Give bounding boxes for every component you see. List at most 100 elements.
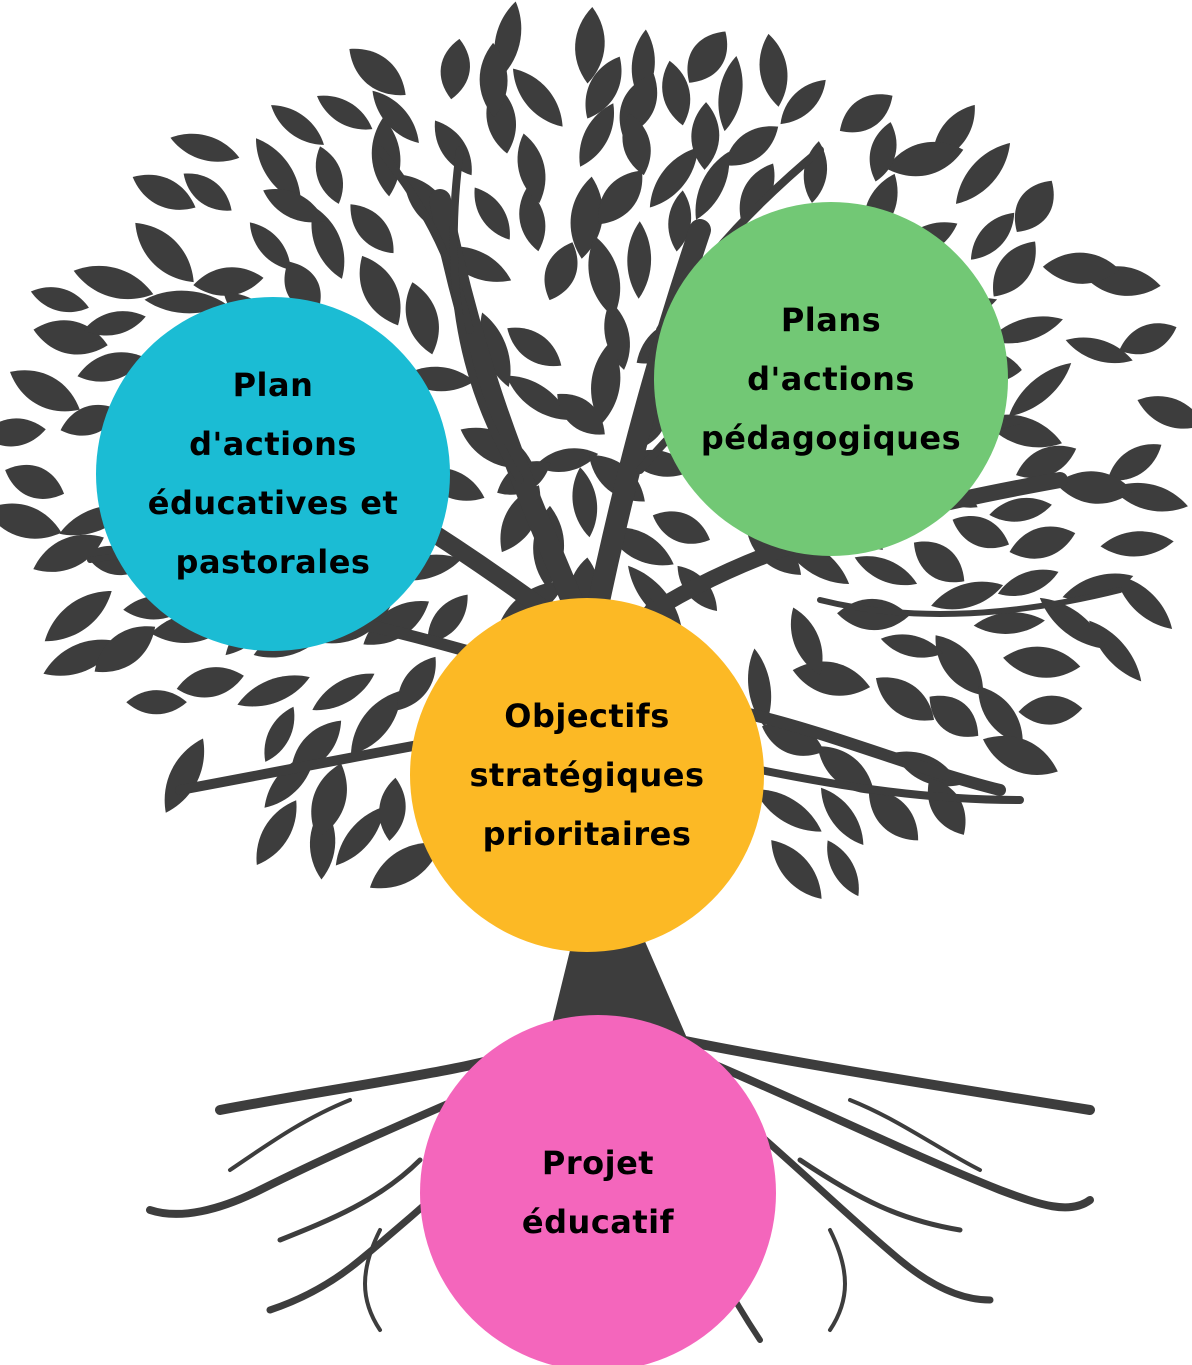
leaf [77,352,145,382]
leaf [311,206,345,279]
leaf [839,94,893,133]
leaf [792,661,871,696]
leaf [652,511,710,544]
node-plans-actions-pedagogiques-label: Plans d'actions pédagogiques [700,300,962,457]
leaf [1008,363,1072,417]
leaf [1018,695,1083,725]
node-plans-actions-pedagogiques: Plans d'actions pédagogiques [654,202,1008,556]
leaf [544,242,578,301]
node-objectifs-strategiques-label: Objectifs stratégiques prioritaires [469,696,705,853]
leaf [135,222,194,283]
leaf [854,556,918,585]
leaf [649,147,698,208]
leaf [372,90,419,144]
leaf [126,690,187,715]
leaf [955,142,1011,204]
leaf [662,60,691,126]
leaf [44,590,112,642]
leaf [868,789,919,841]
leaf [952,516,1010,549]
leaf [628,565,682,630]
leaf [9,370,80,412]
root-line [848,1098,982,1172]
leaf [0,503,62,539]
leaf [479,42,508,118]
leaf [913,541,965,583]
root-line [797,1157,963,1233]
root-line [676,1046,1094,1212]
leaf [1065,337,1133,364]
leaf [935,635,984,696]
leaf [1119,323,1177,355]
leaf [369,842,441,889]
leaf [132,174,196,210]
leaf [575,7,605,84]
leaf [817,746,875,794]
leaf [585,56,622,119]
leaf [927,777,966,835]
leaf [317,95,373,130]
leaf [780,79,826,125]
leaf [73,265,154,300]
leaf [249,222,291,270]
leaf [886,142,964,177]
root-line [675,1035,1095,1115]
leaf [598,170,643,225]
leaf [183,173,232,211]
leaf [427,594,468,643]
node-objectifs-strategiques: Objectifs stratégiques prioritaires [410,598,764,952]
leaf [978,686,1023,744]
leaf [349,48,406,96]
leaf [1115,575,1173,630]
leaf [359,255,401,326]
leaf [557,394,605,435]
leaf [622,113,651,176]
leaf [311,763,347,839]
leaf [739,163,775,221]
leaf [875,677,935,721]
leaf [255,138,301,204]
leaf [94,626,156,673]
leaf [988,316,1063,344]
leaf [350,690,402,755]
leaf [973,612,1045,634]
leaf [237,675,310,707]
node-projet-educatif: Projet éducatif [420,1015,776,1365]
leaf [405,282,439,355]
leaf [264,706,295,762]
leaf [312,673,375,711]
leaf [379,777,406,841]
leaf [1014,180,1054,233]
leaf [176,667,244,698]
leaf [83,311,146,336]
leaf [591,341,621,425]
leaf [1062,573,1134,600]
leaf [869,122,897,182]
leaf [572,467,598,538]
root-line [828,1228,847,1332]
leaf [821,787,864,846]
leaf [761,721,825,756]
leaf [748,648,772,728]
leaf [534,448,599,472]
leaf [1107,444,1162,481]
node-projet-educatif-label: Projet éducatif [521,1144,675,1241]
leaf [440,38,470,100]
leaf [507,327,562,367]
leaf [1009,526,1076,559]
leaf [290,720,342,774]
leaf [771,840,822,899]
leaf [1003,646,1081,678]
leaf [513,68,563,127]
leaf [30,287,89,313]
leaf [315,146,343,204]
node-plan-actions-educatives: Plan d'actions éducatives et pastorales [96,297,450,651]
leaf [170,133,240,162]
leaf [989,498,1052,522]
leaf [271,105,324,145]
leaf [929,695,979,737]
leaf [335,806,385,866]
leaf [588,236,621,318]
leaf [691,102,720,170]
